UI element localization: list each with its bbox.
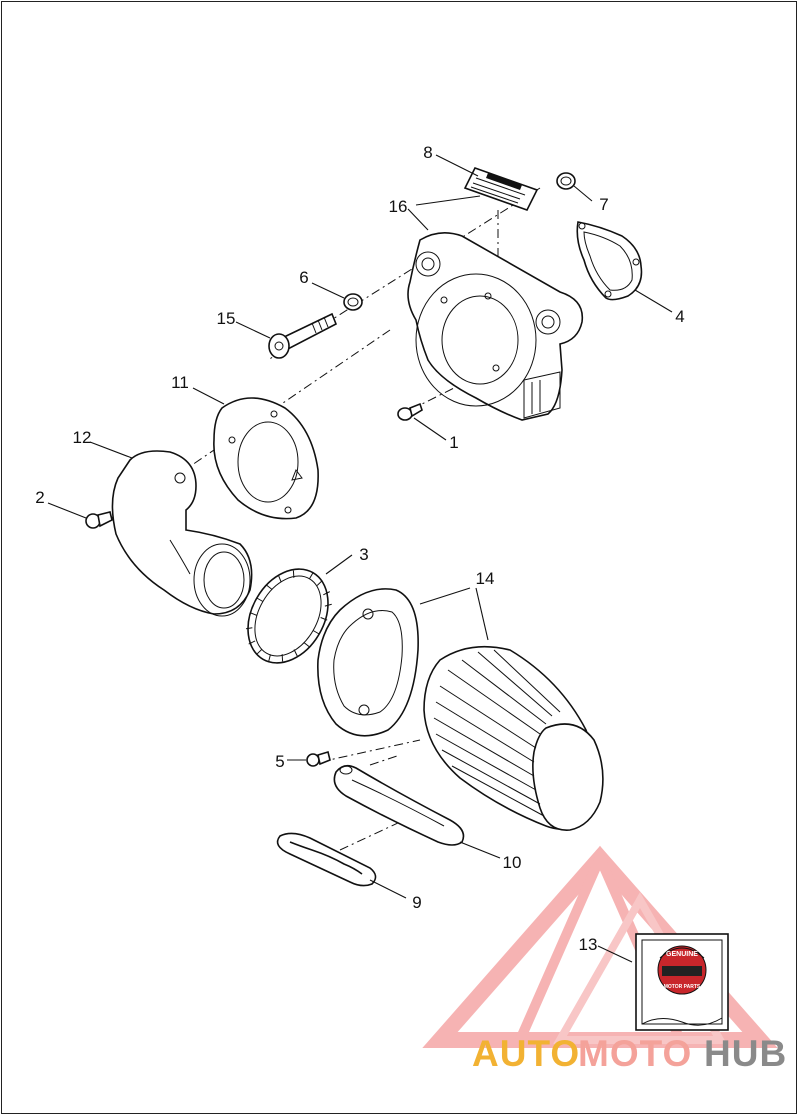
callout-11: 11 (171, 373, 189, 392)
part-o-ring-small (556, 172, 576, 190)
callout-5: 5 (275, 752, 284, 771)
badge-bottom-text: MOTOR PARTS (664, 984, 701, 990)
part-backing-plate (317, 588, 419, 737)
callout-15: 15 (217, 309, 236, 328)
callout-6: 6 (299, 268, 308, 287)
callout-4: 4 (675, 307, 684, 326)
part-screw-elbow (85, 511, 113, 529)
badge-top-text: GENUINE (666, 951, 698, 958)
part-screw-small (397, 402, 423, 421)
callout-8: 8 (423, 143, 432, 162)
part-backplate-housing (407, 232, 584, 421)
part-washer (343, 293, 363, 311)
callout-13: 13 (579, 935, 598, 954)
part-emblem (276, 832, 377, 887)
part-decal-label (463, 167, 539, 211)
callout-12: 12 (73, 428, 92, 447)
watermark-part3: HUB (704, 1033, 787, 1074)
callout-14: 14 (476, 569, 495, 588)
callout-labels: 8 7 16 4 6 15 11 1 12 2 3 14 5 10 9 13 (35, 143, 684, 954)
genuine-motor-parts-badge: GENUINE MOTOR PARTS (657, 945, 707, 995)
part-intake-elbow (111, 450, 253, 617)
part-gasket-plate (213, 397, 319, 520)
callout-1: 1 (449, 433, 458, 452)
watermark-part1: AUTO (472, 1033, 580, 1074)
callout-10: 10 (503, 853, 522, 872)
part-long-bolt (268, 312, 338, 359)
callout-16: 16 (389, 197, 408, 216)
watermark-text: AUTO MOTO HUB (472, 1033, 787, 1074)
callout-3: 3 (359, 545, 368, 564)
part-screw-bracket (306, 750, 331, 767)
part-bracket (333, 764, 465, 846)
filter-pleats (433, 649, 561, 817)
callout-7: 7 (599, 195, 608, 214)
watermark-part2: MOTO (578, 1033, 692, 1074)
leader-lines (47, 154, 673, 963)
callout-9: 9 (412, 893, 421, 912)
callout-2: 2 (35, 488, 44, 507)
part-air-filter (423, 645, 604, 831)
part-hose-clamp (245, 568, 332, 664)
part-gasket (576, 221, 643, 301)
